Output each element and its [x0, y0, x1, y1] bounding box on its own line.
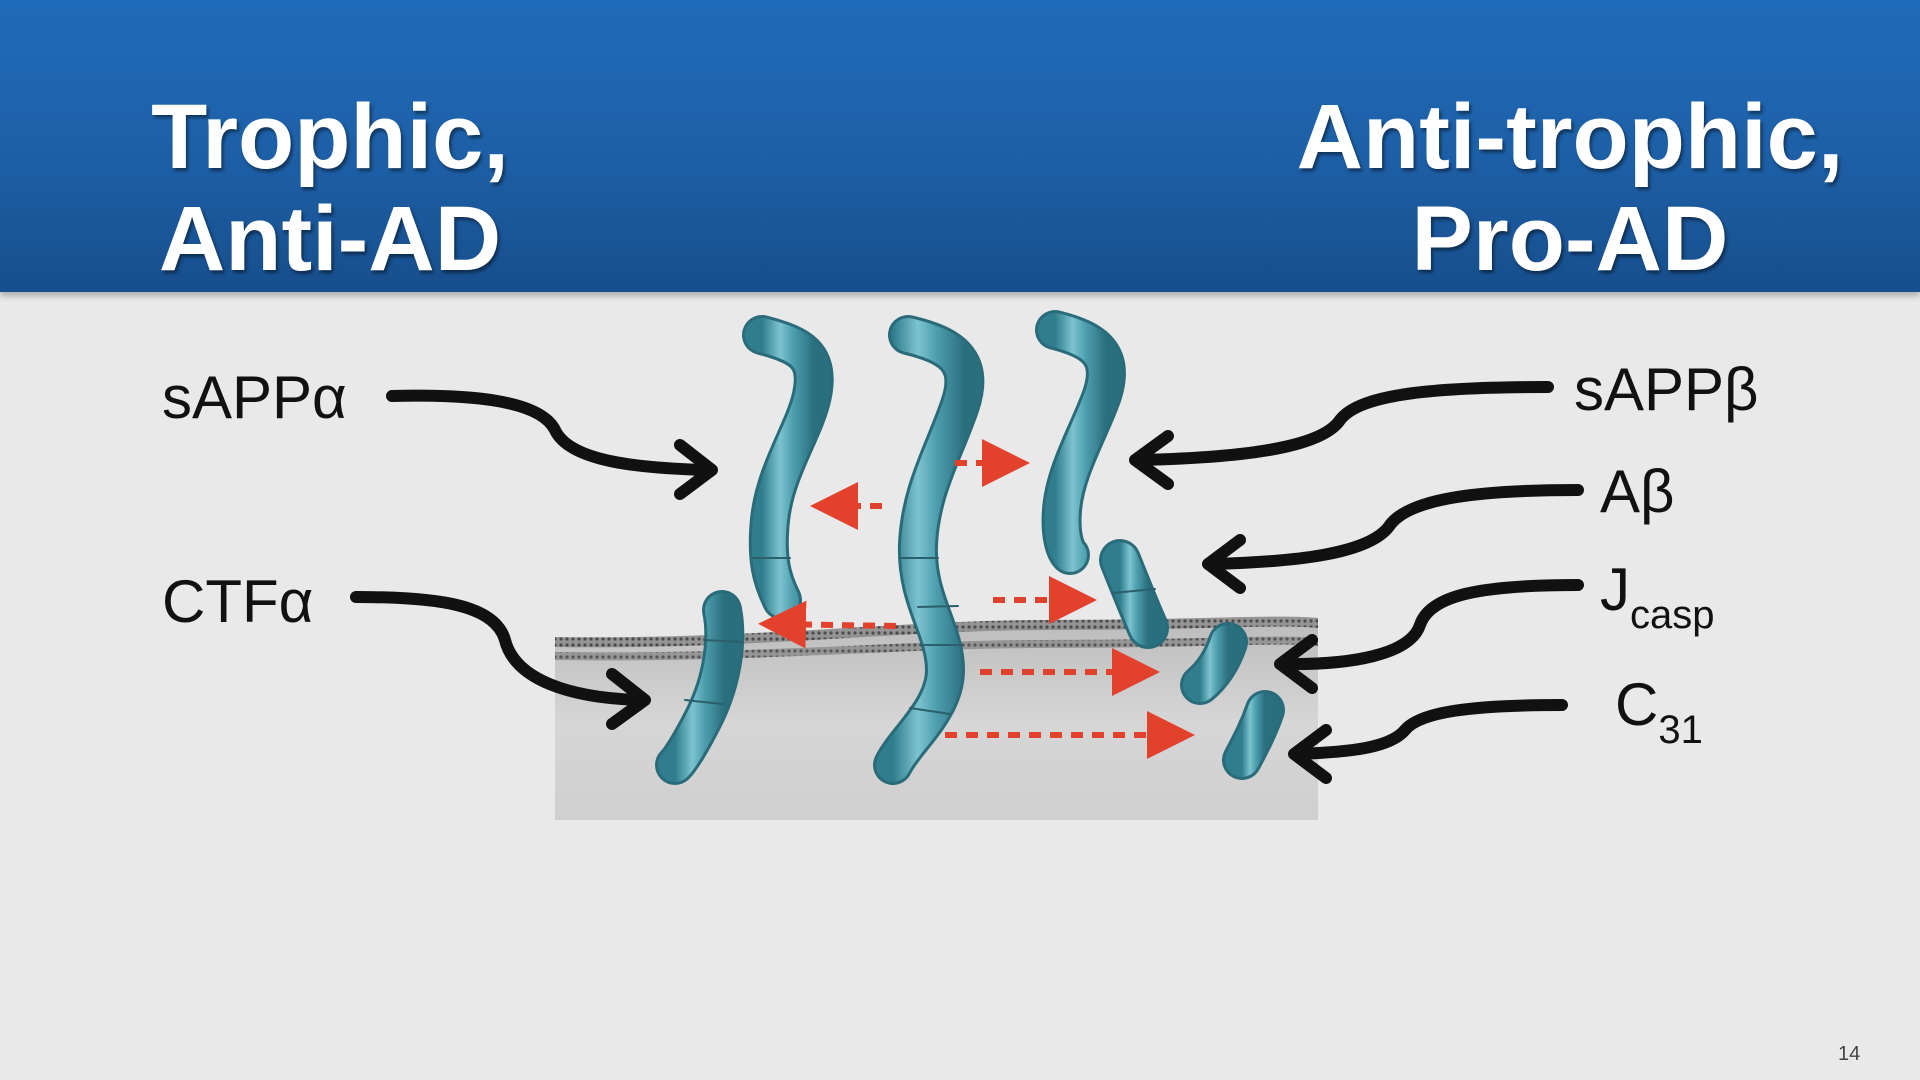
sappa-pointer-arrow [386, 389, 711, 476]
abeta-pointer-head [1202, 534, 1246, 594]
jcasp-fragment [1180, 622, 1248, 705]
right-title: Anti-trophic, Pro-AD [1260, 86, 1880, 290]
cleavage-arrows [758, 439, 1195, 759]
label-sappa: sAPPα [162, 364, 347, 431]
c31-fragment [1222, 690, 1285, 780]
full-length-app [873, 315, 985, 785]
abeta-pointer-arrow [1206, 484, 1584, 570]
label-sappb: sAPPβ [1574, 356, 1759, 423]
c31-pointer-arrow [1292, 699, 1568, 760]
label-c31: C31 [1615, 675, 1703, 752]
ctfa-pointer-head [606, 668, 651, 730]
label-c31-base: C [1615, 671, 1659, 738]
cleavage-arrow-to-ctfa [758, 600, 897, 649]
app-proteins [655, 310, 1285, 785]
jcasp-pointer-head [1274, 634, 1318, 694]
sappa-fragment [742, 315, 834, 620]
ctfa-fragment [655, 590, 745, 785]
left-title-line-2: Anti-AD [158, 188, 502, 290]
left-title-line-1: Trophic, [151, 86, 509, 188]
label-jcasp: Jcasp [1600, 560, 1715, 637]
sappa-pointer-head [674, 439, 718, 500]
label-c31-sub: 31 [1658, 708, 1703, 752]
header-banner: Trophic, Anti-AD Anti-trophic, Pro-AD [0, 0, 1920, 292]
sappb-pointer-arrow [1134, 381, 1554, 466]
c31-pointer-head [1288, 724, 1332, 784]
left-title: Trophic, Anti-AD [120, 86, 540, 290]
label-arrows [350, 381, 1584, 784]
right-title-line-1: Anti-trophic, [1296, 86, 1844, 188]
page-number: 14 [1838, 1043, 1861, 1065]
abeta-fragment [1099, 539, 1169, 649]
ctfa-pointer-arrow [350, 591, 646, 706]
label-abeta: Aβ [1600, 458, 1675, 525]
label-jcasp-sub: casp [1630, 593, 1715, 637]
sappb-fragment [1035, 310, 1126, 575]
jcasp-pointer-arrow [1279, 579, 1584, 671]
right-title-line-2: Pro-AD [1411, 188, 1729, 290]
label-jcasp-base: J [1600, 556, 1630, 623]
label-ctfa: CTFα [162, 568, 314, 635]
sappb-pointer-head [1129, 430, 1174, 490]
